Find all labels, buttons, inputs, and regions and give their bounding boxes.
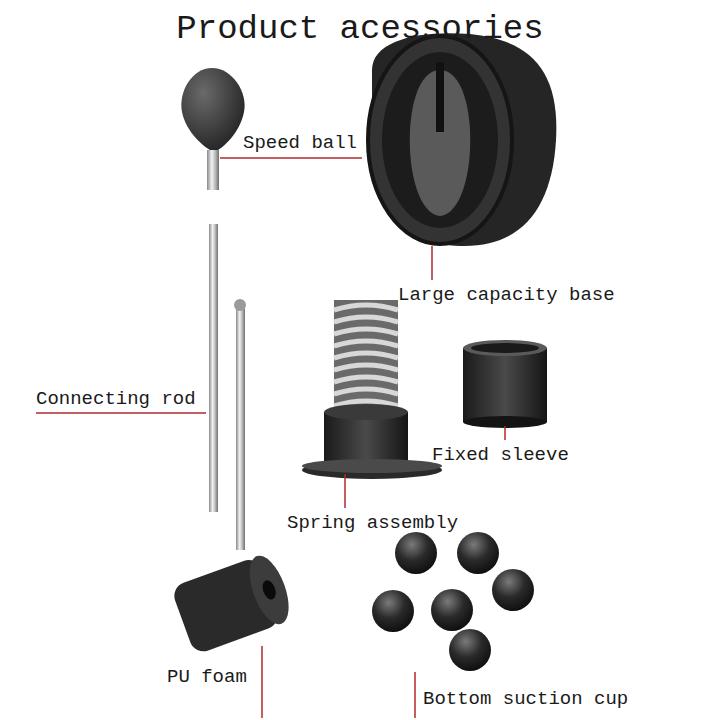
connecting-rod (236, 304, 245, 550)
leader-line (36, 158, 505, 718)
part-label: Large capacity base (398, 286, 615, 305)
large-capacity-base (368, 33, 556, 246)
pu-foam (170, 551, 296, 656)
suction-cup (372, 532, 534, 671)
part-label: Bottom suction cup (423, 690, 628, 709)
speed-ball (181, 68, 244, 190)
fixed-sleeve (463, 340, 547, 428)
part-label: PU foam (167, 668, 247, 687)
spring-assembly (302, 300, 442, 479)
title: Product acessories (0, 12, 720, 46)
part-label: Fixed sleeve (432, 446, 569, 465)
part-label: Spring assembly (287, 514, 458, 533)
part-label: Connecting rod (36, 390, 196, 409)
rod-end (234, 299, 246, 311)
connecting-rod (209, 224, 218, 512)
part-label: Speed ball (243, 134, 357, 153)
